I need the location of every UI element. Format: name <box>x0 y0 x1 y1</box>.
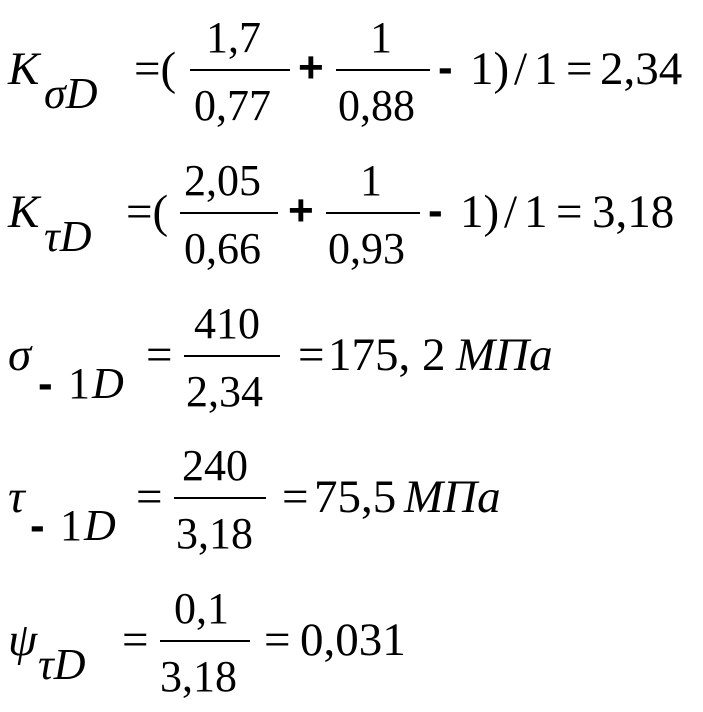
eq4-equals-1: = <box>136 471 163 523</box>
eq4-equals-2: = <box>282 471 309 523</box>
eq4-frac-num: 240 <box>182 441 248 490</box>
eq1-subscript: σD <box>44 69 98 118</box>
eq1-frac1-den: 0,77 <box>194 81 271 130</box>
eq2-plus: + <box>288 186 314 235</box>
eq4-sub-num: 1 <box>60 501 82 550</box>
eq2-frac2-den: 0,93 <box>328 224 405 273</box>
eq2-slash: / <box>504 186 518 238</box>
eq5-frac-num: 0,1 <box>174 584 229 633</box>
eq3-base: σ <box>8 329 32 381</box>
equation-sigma-minus-1d: σ - 1 D = 410 2,34 = 175, 2 MПa <box>0 286 703 416</box>
eq5-subscript: τD <box>38 640 86 689</box>
eq1-slash: / <box>514 43 528 95</box>
eq1-open: =( <box>134 43 177 95</box>
eq2-divisor: 1 <box>524 186 548 238</box>
eq3-sub-num: 1 <box>68 359 90 408</box>
equation-tau-minus-1d: τ - 1 D = 240 3,18 = 75,5 MПa <box>0 428 703 558</box>
eq1-divisor: 1 <box>534 43 558 95</box>
eq2-subscript: τD <box>44 212 92 261</box>
eq2-base: K <box>8 186 40 238</box>
eq5-base: ψ <box>8 614 38 666</box>
eq4-frac-den: 3,18 <box>176 509 253 558</box>
eq3-result: 175, 2 <box>328 329 446 381</box>
eq4-result: 75,5 <box>314 471 397 523</box>
eq3-frac-den: 2,34 <box>186 367 263 416</box>
eq3-sub-minus: - <box>38 359 53 408</box>
eq3-unit: MПa <box>456 329 553 381</box>
eq3-equals-2: = <box>298 329 325 381</box>
eq2-tail: 1) <box>460 186 500 238</box>
eq2-frac1-num: 2,05 <box>184 156 261 205</box>
eq2-equals: = <box>556 186 583 238</box>
eq2-result: 3,18 <box>592 186 675 238</box>
eq1-frac2-num: 1 <box>370 13 392 62</box>
eq1-frac2-bar <box>336 69 430 71</box>
eq1-tail: 1) <box>470 43 510 95</box>
equation-psi-tau-d: ψ τD = 0,1 3,18 = 0,031 <box>0 571 703 701</box>
eq1-plus: + <box>298 43 324 92</box>
eq4-sub-letter: D <box>84 501 116 550</box>
eq3-frac-bar <box>184 355 280 357</box>
eq1-frac1-bar <box>190 69 290 71</box>
equation-k-sigma-d: K σD =( 1,7 0,77 + 1 0,88 - 1) / 1 = 2,3… <box>0 0 703 130</box>
eq1-result: 2,34 <box>600 43 683 95</box>
eq1-frac2-den: 0,88 <box>338 81 415 130</box>
eq5-frac-bar <box>160 640 250 642</box>
eq4-unit: MПa <box>404 471 501 523</box>
eq3-sub-letter: D <box>92 359 124 408</box>
eq2-minus: - <box>428 186 443 235</box>
eq5-result: 0,031 <box>300 614 406 666</box>
eq5-equals-1: = <box>122 614 149 666</box>
eq5-frac-den: 3,18 <box>160 652 237 701</box>
equation-k-tau-d: K τD =( 2,05 0,66 + 1 0,93 - 1) / 1 = 3,… <box>0 143 703 273</box>
eq2-frac2-num: 1 <box>360 156 382 205</box>
eq4-frac-bar <box>174 497 266 499</box>
eq3-frac-num: 410 <box>194 299 260 348</box>
eq5-equals-2: = <box>264 614 291 666</box>
eq1-base: K <box>8 43 40 95</box>
eq2-frac2-bar <box>326 212 420 214</box>
eq1-minus: - <box>438 43 453 92</box>
eq4-sub-minus: - <box>30 501 45 550</box>
eq4-base: τ <box>8 471 25 523</box>
eq2-frac1-den: 0,66 <box>184 224 261 273</box>
eq2-frac1-bar <box>180 212 278 214</box>
eq1-frac1-num: 1,7 <box>206 13 261 62</box>
eq2-open: =( <box>126 186 169 238</box>
eq3-equals-1: = <box>146 329 173 381</box>
eq1-equals: = <box>566 43 593 95</box>
